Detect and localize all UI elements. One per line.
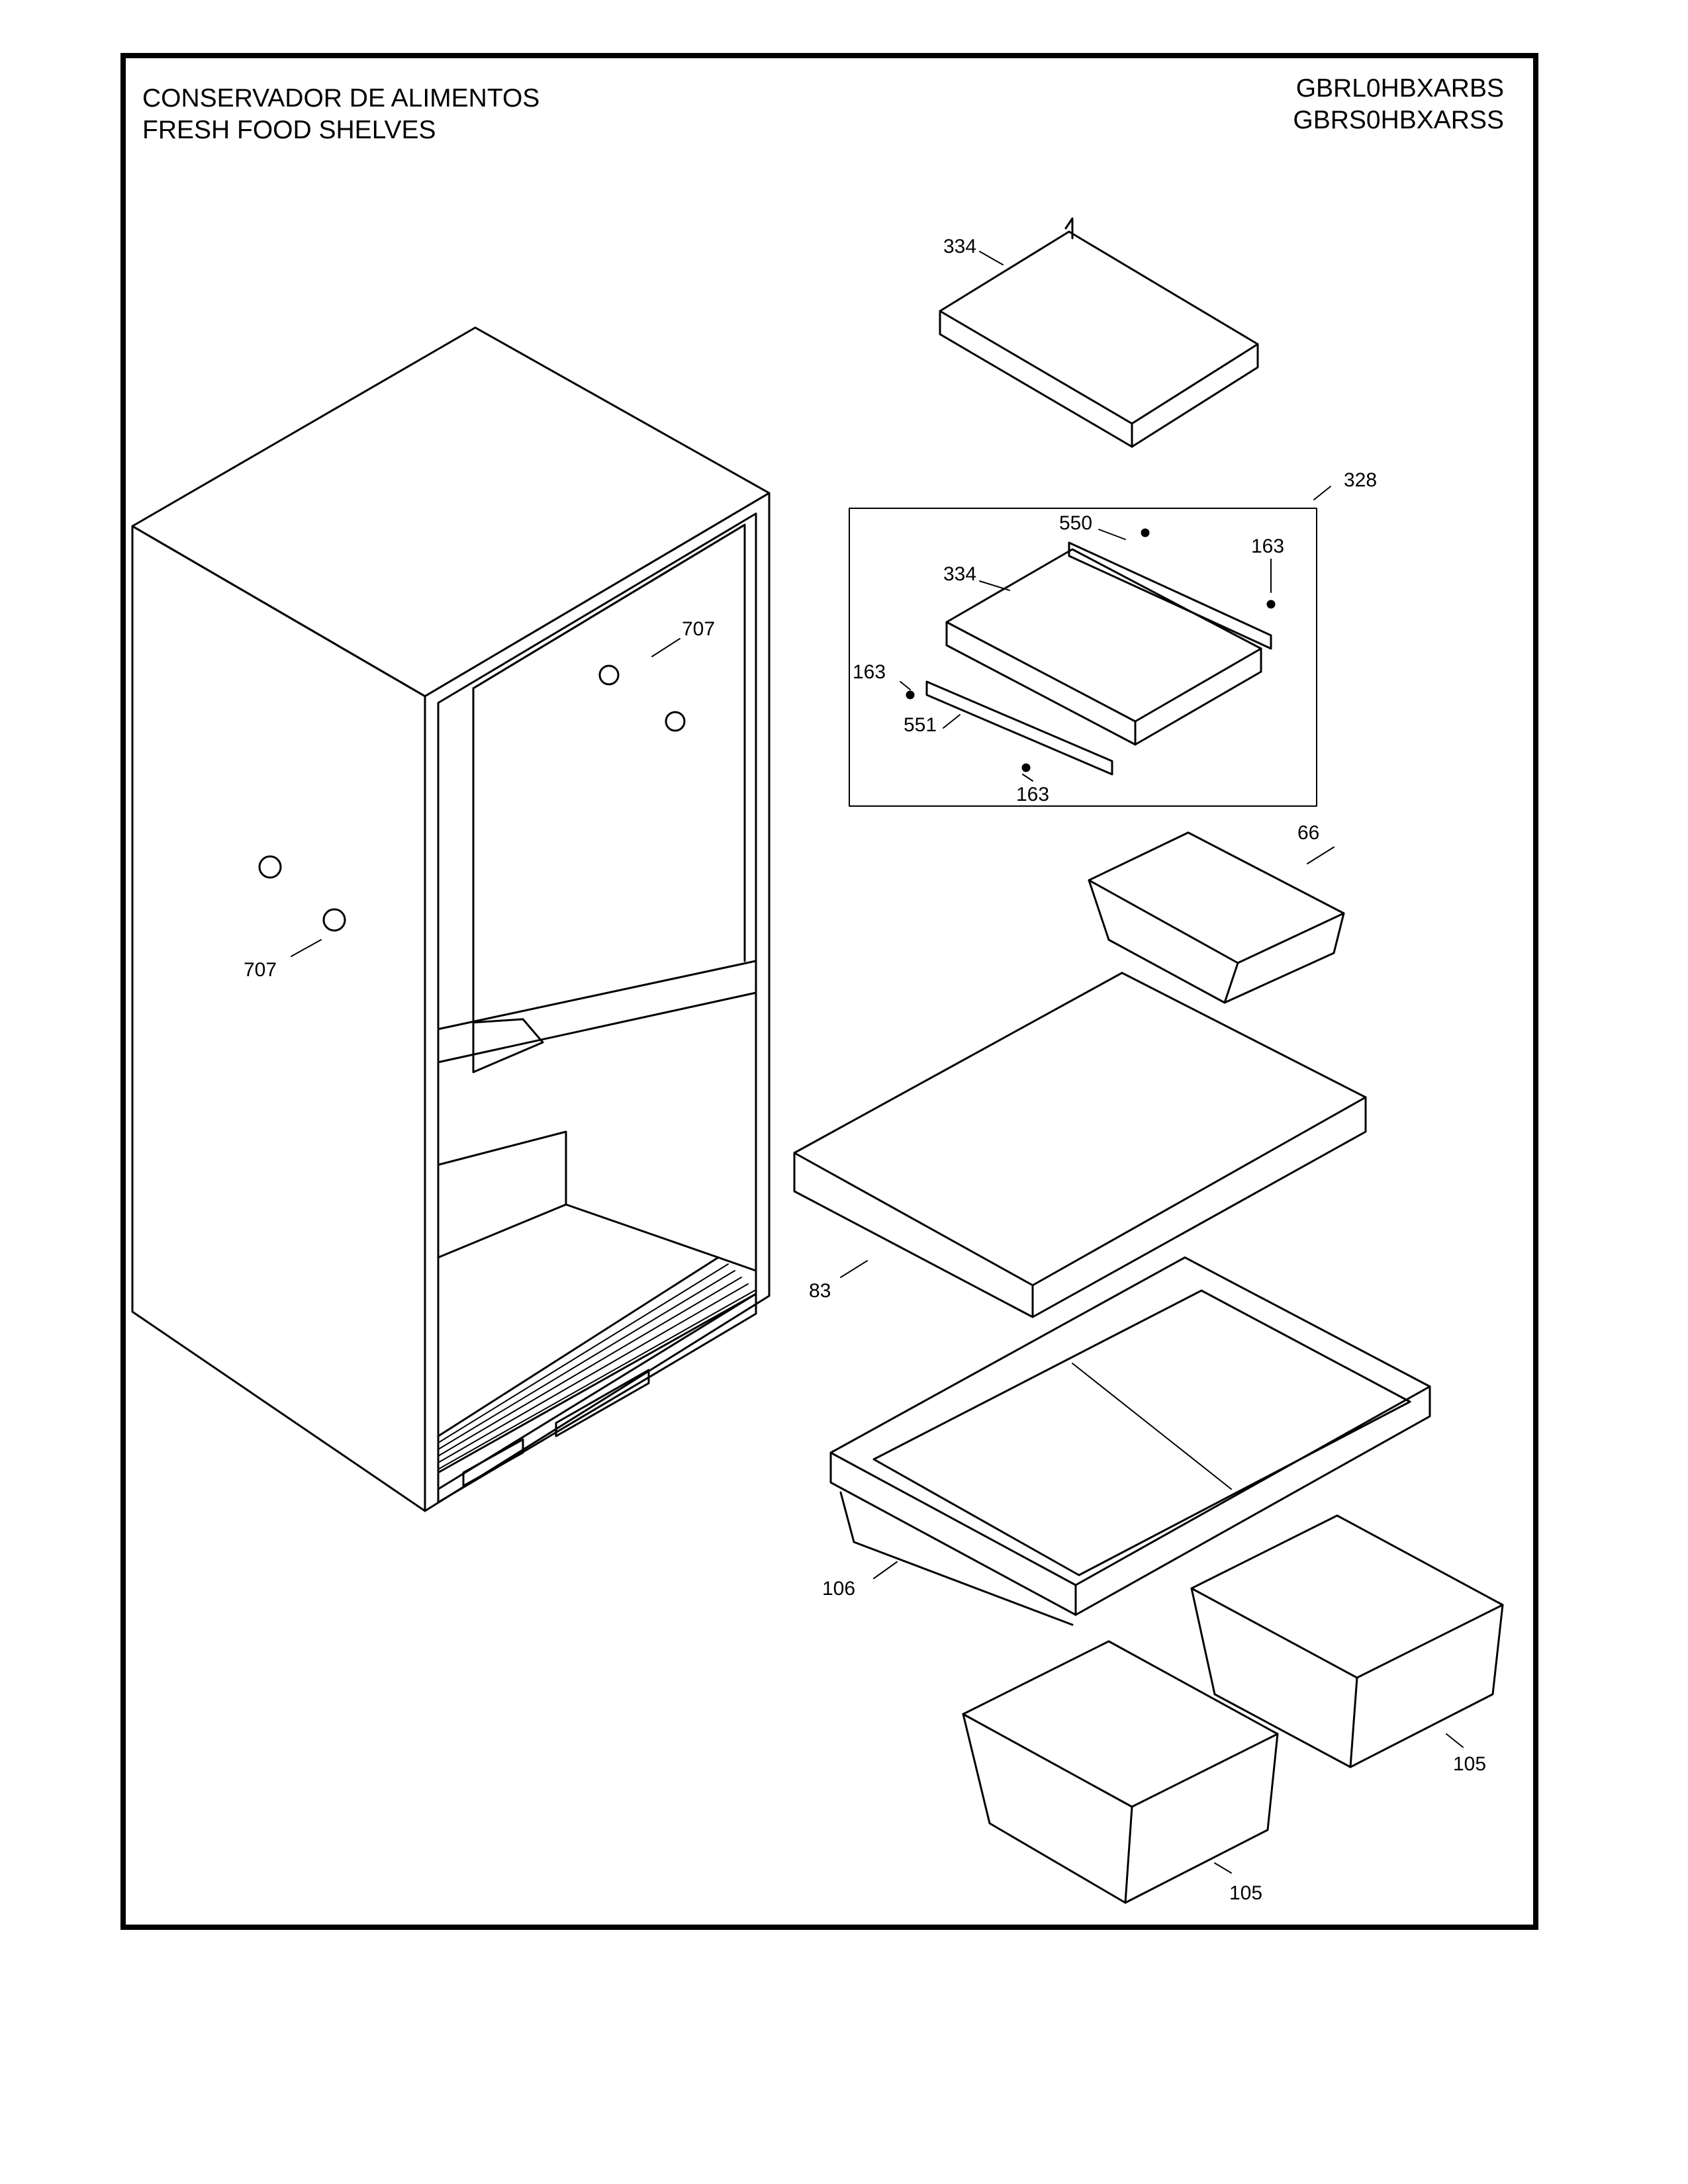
crisper-drawer-105-left bbox=[962, 1640, 1279, 1904]
callout-163: 163 bbox=[1016, 784, 1049, 805]
drawer-66 bbox=[1088, 831, 1345, 1004]
callout-551: 551 bbox=[904, 714, 937, 736]
callout-707: 707 bbox=[682, 618, 715, 640]
callout-334: 334 bbox=[943, 563, 976, 585]
glass-shelf-83 bbox=[793, 972, 1367, 1318]
crisper-cover-106 bbox=[829, 1256, 1431, 1626]
callout-66: 66 bbox=[1297, 822, 1319, 844]
callout-105: 105 bbox=[1453, 1753, 1486, 1775]
model-numbers: GBRL0HBXARBS GBRS0HBXARSS bbox=[1293, 73, 1504, 136]
callout-328: 328 bbox=[1344, 469, 1377, 491]
diagram-title: CONSERVADOR DE ALIMENTOS FRESH FOOD SHEL… bbox=[142, 83, 539, 146]
callout-105: 105 bbox=[1229, 1882, 1262, 1904]
callout-334: 334 bbox=[943, 236, 976, 257]
callout-106: 106 bbox=[822, 1578, 855, 1600]
callout-labels: 334 328 550 163 334 707 163 551 163 66 7… bbox=[244, 236, 1486, 1904]
title-spanish: CONSERVADOR DE ALIMENTOS bbox=[142, 84, 540, 113]
slide-out-shelf-334 bbox=[939, 217, 1259, 448]
callout-163: 163 bbox=[853, 661, 886, 683]
title-english: FRESH FOOD SHELVES bbox=[142, 116, 436, 144]
callout-707: 707 bbox=[244, 959, 277, 981]
refrigerator-cabinet bbox=[131, 326, 771, 1512]
shelf-kit-328 bbox=[849, 508, 1317, 807]
model-number: GBRS0HBXARSS bbox=[1293, 106, 1504, 134]
diagram-border bbox=[120, 53, 1538, 1930]
model-number: GBRL0HBXARBS bbox=[1295, 74, 1504, 103]
callout-163: 163 bbox=[1251, 535, 1284, 557]
callout-550: 550 bbox=[1059, 512, 1092, 534]
leader-lines bbox=[291, 251, 1464, 1874]
crisper-drawer-105-right bbox=[1190, 1514, 1504, 1768]
callout-83: 83 bbox=[809, 1280, 831, 1302]
